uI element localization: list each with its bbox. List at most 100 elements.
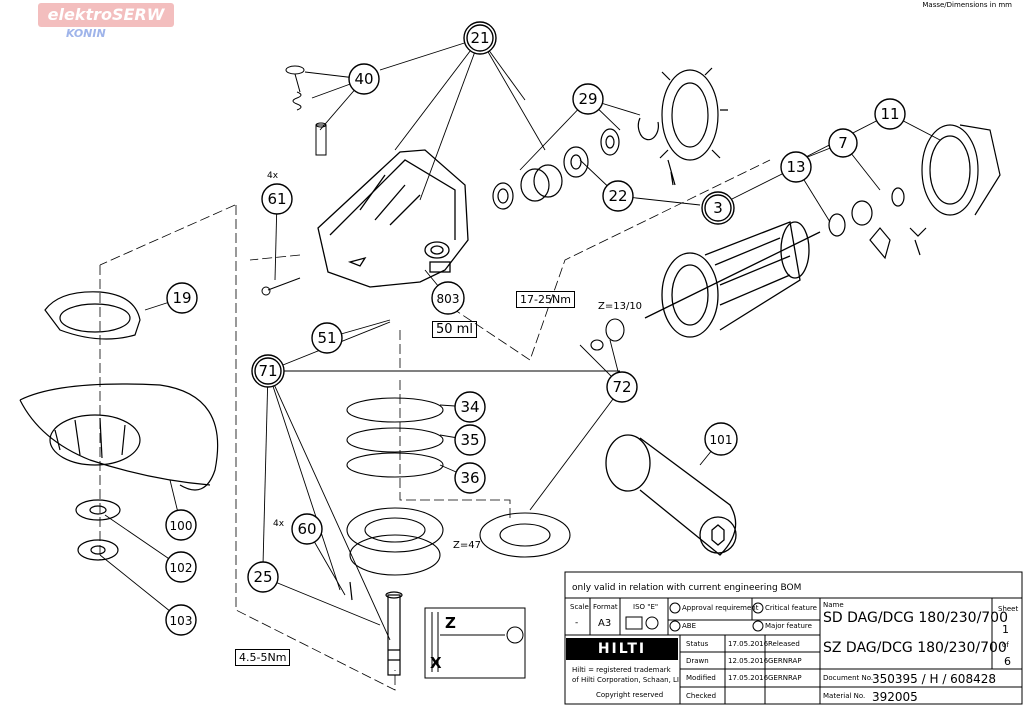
callout-label: 40 (354, 70, 373, 88)
callout-circle (780, 151, 812, 183)
watermark-logo: elektroSERW (38, 3, 174, 27)
teeth-pinion-label: Z=13/10 (598, 301, 643, 312)
drawn-label: Drawn (686, 657, 709, 665)
assembly-axes (99, 159, 771, 691)
trademark-line-1: Hilti = registered trademark (572, 666, 671, 674)
callout-inner-circle (704, 194, 732, 222)
material-number: 392005 (872, 690, 918, 704)
grease-label: 50 ml (432, 321, 477, 338)
callout-3: 3 (701, 191, 735, 225)
sheet-of: of (1002, 641, 1009, 649)
callout-circle (454, 424, 486, 456)
callout-19: 19 (166, 282, 198, 314)
name-label: Name (823, 601, 844, 609)
callout-circle (261, 183, 293, 215)
callout-35: 35 (454, 424, 486, 456)
material-label: Material No. (823, 692, 866, 700)
callout-13: 13 (780, 151, 812, 183)
watermark-title: elektroSERW (47, 5, 165, 24)
callout-11: 11 (874, 98, 906, 130)
callout-label: 21 (470, 29, 489, 47)
flanges (75, 499, 121, 561)
spacer-rings (346, 397, 444, 478)
callout-803: 803 (431, 281, 465, 315)
callout-34: 34 (454, 391, 486, 423)
watermark-subtitle: KONIN (66, 27, 106, 40)
callout-label: 60 (297, 520, 316, 538)
abe-label: ABE (682, 622, 697, 630)
callout-circle (247, 561, 279, 593)
document-number: 350395 / H / 608428 (872, 672, 996, 686)
clamp-band (44, 291, 141, 340)
scale-label: Scale (570, 603, 589, 611)
name-sz: SZ DAG/DCG 180/230/700 (823, 640, 1007, 656)
callout-circle (606, 371, 638, 403)
trademark-line-2: of Hilti Corporation, Schaan, LI (572, 676, 679, 684)
teeth-gear-label: Z=47 (453, 540, 481, 551)
callout-label: 3 (713, 199, 723, 217)
critical-feature: Critical feature (765, 604, 817, 612)
scale-value: - (575, 618, 579, 628)
checked-label: Checked (686, 692, 717, 700)
rear-bearing-parts (828, 124, 1001, 260)
armature (644, 221, 821, 338)
callout-label: 22 (608, 187, 627, 205)
callout-61: 61 (261, 183, 293, 215)
status-date: 17.05.2016 (728, 640, 769, 648)
major-feature: Major feature (765, 622, 812, 630)
callout-label: 71 (258, 362, 277, 380)
screw-61 (261, 277, 301, 296)
status-label: Status (686, 640, 709, 648)
detail-view (424, 607, 526, 679)
callout-71: 71 (251, 354, 285, 388)
drawn-by: GERNRAP (768, 657, 802, 665)
qty-60-label: 4x (273, 519, 285, 529)
callout-label: 36 (460, 469, 479, 487)
sheet-total: 6 (1004, 655, 1011, 668)
callout-103: 103 (165, 604, 197, 636)
callout-label: 7 (838, 134, 848, 152)
gear-housing (317, 149, 469, 288)
callout-25: 25 (247, 561, 279, 593)
callout-circle (572, 83, 604, 115)
callout-72: 72 (606, 371, 638, 403)
callout-circle (166, 282, 198, 314)
callout-circle (311, 322, 343, 354)
callout-circle (348, 63, 380, 95)
detail-x-label: X (430, 654, 442, 672)
bom-note: only valid in relation with current engi… (572, 583, 802, 593)
callout-inner-circle (466, 24, 494, 52)
callout-circle (165, 509, 197, 541)
callout-22: 22 (602, 180, 634, 212)
status-value: Released (768, 640, 800, 648)
callout-circle (454, 391, 486, 423)
callout-circle (454, 462, 486, 494)
callout-circle (165, 551, 197, 583)
callout-circle (251, 354, 285, 388)
callout-circle (704, 422, 738, 456)
callout-101: 101 (704, 422, 738, 456)
qty-61-label: 4x (267, 171, 279, 181)
callout-inner-circle (254, 357, 282, 385)
callout-label: 803 (437, 292, 460, 306)
dimensions-note: Masse/Dimensions in mm (922, 1, 1012, 9)
callout-36: 36 (454, 462, 486, 494)
callout-label: 34 (460, 398, 479, 416)
modified-label: Modified (686, 674, 716, 682)
bearings-shaft-parts (492, 117, 676, 210)
callout-circle (463, 21, 497, 55)
callout-label: 102 (170, 561, 193, 575)
side-handle (605, 434, 737, 556)
format-label: Format (593, 603, 618, 611)
spindle (349, 581, 403, 676)
detail-z-label: Z (445, 614, 456, 632)
name-sd: SD DAG/DCG 180/230/700 (823, 610, 1009, 626)
callout-circle (874, 98, 906, 130)
callout-29: 29 (572, 83, 604, 115)
callout-7: 7 (828, 128, 858, 158)
callout-label: 11 (880, 105, 899, 123)
callout-label: 29 (578, 90, 597, 108)
callout-circle (165, 604, 197, 636)
callout-label: 51 (317, 329, 336, 347)
